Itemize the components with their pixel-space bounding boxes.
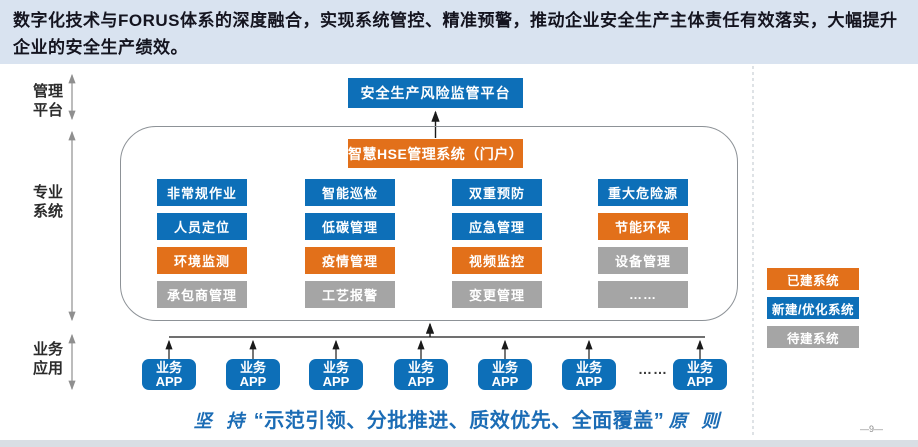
professional-systems-frame [120, 126, 738, 321]
header-banner: 数字化技术与FORUS体系的深度融合，实现系统管控、精准预警，推动企业安全生产主… [0, 0, 918, 64]
system-box: 低碳管理 [305, 213, 395, 240]
bottom-bar [0, 440, 918, 447]
system-box: 节能环保 [598, 213, 688, 240]
slogan-suffix: 原 则 [668, 411, 725, 431]
system-box: 承包商管理 [157, 281, 247, 308]
hse-portal-box: 智慧HSE管理系统（门户） [348, 139, 523, 168]
page-number: —9— [860, 424, 884, 434]
system-box: 设备管理 [598, 247, 688, 274]
system-box: 重大危险源 [598, 179, 688, 206]
system-box: 工艺报警 [305, 281, 395, 308]
system-box: 视频监控 [452, 247, 542, 274]
slogan: 坚 持 “示范引领、分批推进、质效优先、全面覆盖” 原 则 [0, 404, 918, 433]
slogan-prefix: 坚 持 [193, 411, 250, 431]
system-box: 双重预防 [452, 179, 542, 206]
system-box: 变更管理 [452, 281, 542, 308]
slogan-quoted: “示范引领、分批推进、质效优先、全面覆盖” [253, 410, 665, 432]
legend-item-new-optimized: 新建/优化系统 [767, 297, 859, 319]
tier-label-management-platform: 管理 平台 [32, 83, 63, 119]
legend-item-built: 已建系统 [767, 268, 859, 290]
system-box: 应急管理 [452, 213, 542, 240]
system-box: 环境监测 [157, 247, 247, 274]
system-box: 人员定位 [157, 213, 247, 240]
risk-supervision-platform-box: 安全生产风险监管平台 [348, 78, 523, 108]
system-box: 疫情管理 [305, 247, 395, 274]
system-box: …… [598, 281, 688, 308]
system-box: 智能巡检 [305, 179, 395, 206]
tier-label-professional-systems: 专业 系统 [32, 184, 63, 220]
apps-ellipsis: …… [638, 361, 668, 377]
system-box: 非常规作业 [157, 179, 247, 206]
legend-item-pending: 待建系统 [767, 326, 859, 348]
tier-label-business-applications: 业务 应用 [32, 341, 63, 377]
